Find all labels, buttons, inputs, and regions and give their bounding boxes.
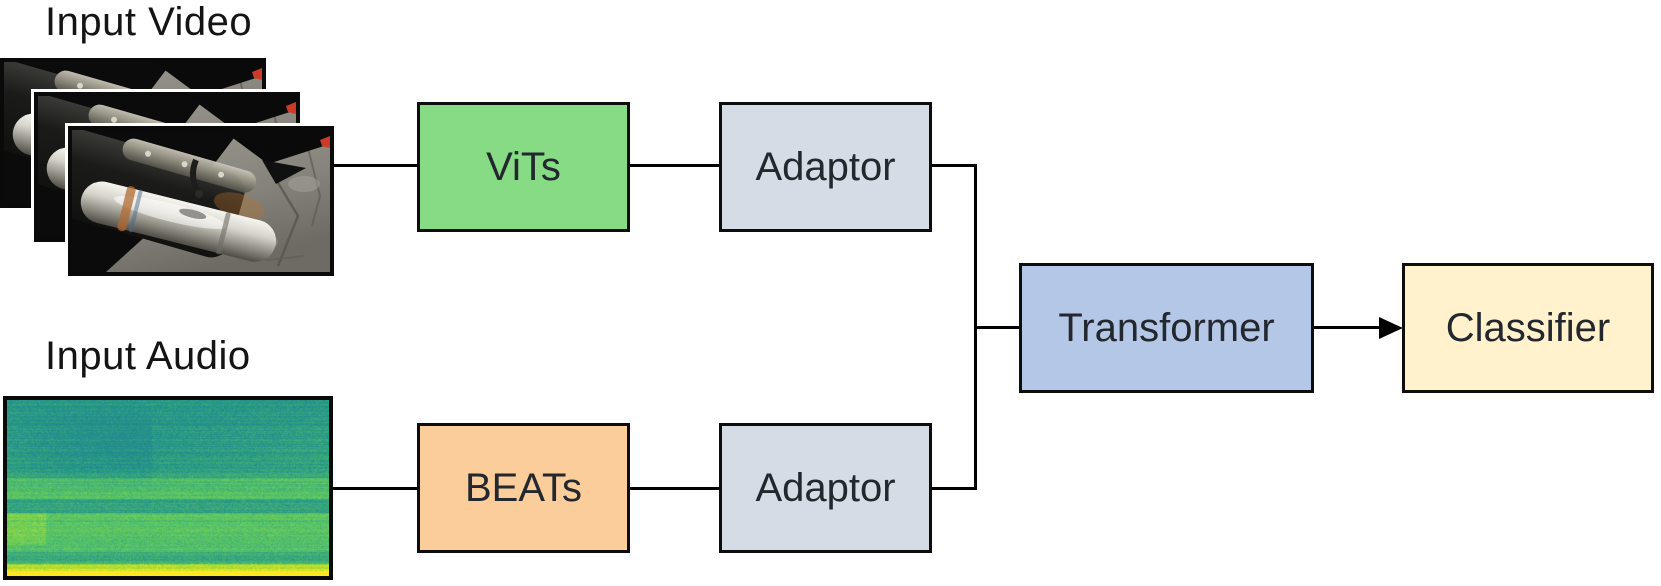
input-audio-label: Input Audio [45, 334, 251, 378]
node-adaptor-audio: Adaptor [719, 423, 932, 553]
node-adaptor-video: Adaptor [719, 102, 932, 232]
node-classifier: Classifier [1402, 263, 1654, 393]
input-video-label: Input Video [45, 0, 253, 44]
edge-transformer-to-classifier [1313, 326, 1383, 329]
edge-adaptor-video-to-merge [931, 164, 977, 167]
edge-merge-to-transformer [976, 326, 1021, 329]
edge-audio-to-beats [332, 487, 418, 490]
edge-vits-to-adaptor [629, 164, 720, 167]
arrowhead-icon [1379, 316, 1403, 339]
spectrogram-image [3, 396, 333, 580]
node-vits: ViTs [417, 102, 630, 232]
merge-rail [974, 164, 977, 490]
edge-beats-to-adaptor [629, 487, 720, 490]
video-frame-image [72, 130, 330, 272]
node-transformer: Transformer [1019, 263, 1314, 393]
edge-video-to-vits [334, 164, 418, 167]
edge-adaptor-audio-to-merge [931, 487, 977, 490]
video-frame-front [68, 126, 334, 276]
spectrogram-canvas [7, 400, 329, 576]
node-beats: BEATs [417, 423, 630, 553]
